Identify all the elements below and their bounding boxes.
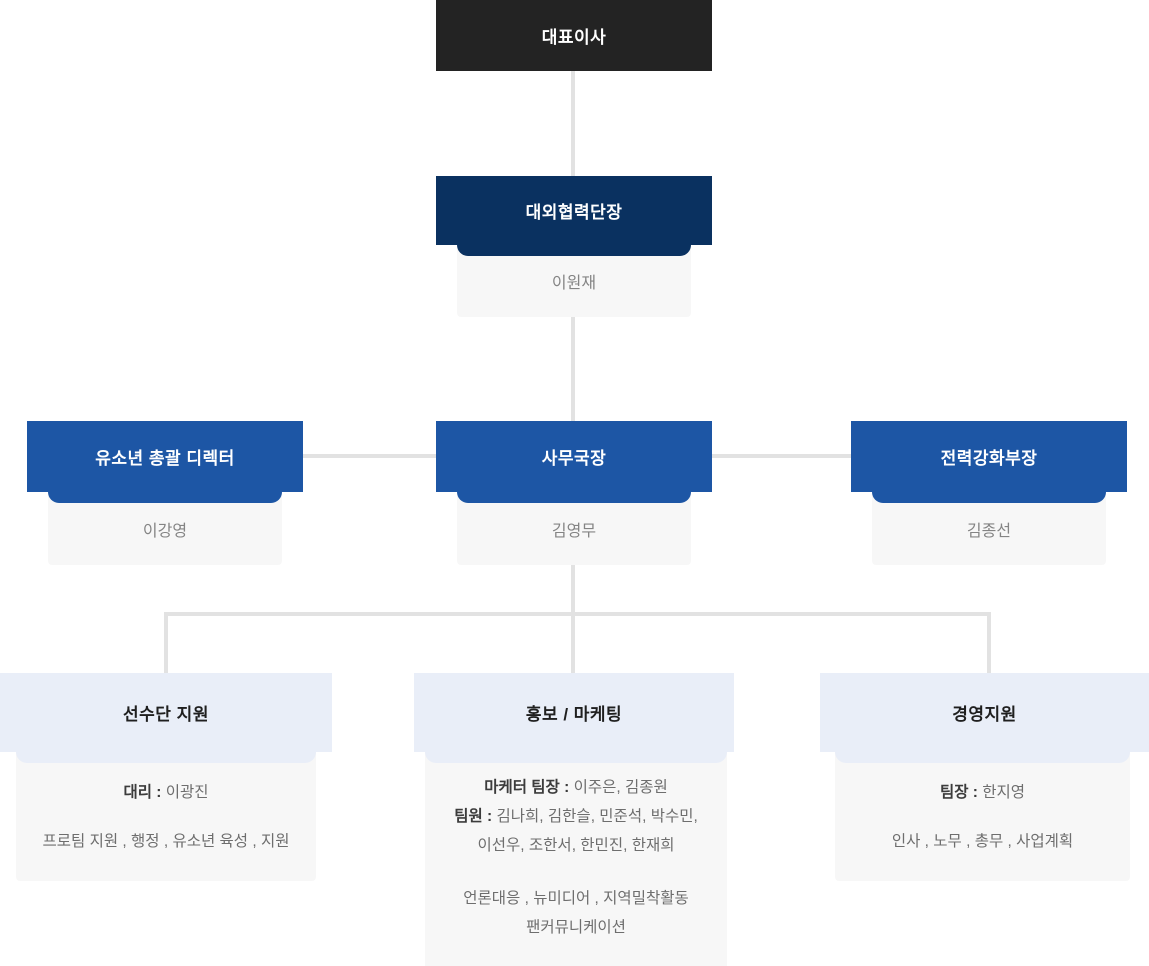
role-value: 한지영 [982, 783, 1026, 801]
role-label: 팀장 : [939, 783, 978, 801]
youth-director-box: 유소년 총괄 디렉터 [27, 421, 303, 492]
members-label: 팀원 : [454, 808, 493, 825]
connector-ceo-to-dept [571, 71, 575, 176]
team-marketing-title: 홍보 / 마케팅 [525, 705, 623, 724]
team-management-wave [835, 752, 1130, 763]
team-marketing-tasks-line1: 언론대응 , 뉴미디어 , 지역밀착활동 [463, 890, 689, 907]
role-value: 이광진 [165, 783, 209, 801]
strength-head-name-card: 김종선 [872, 492, 1106, 565]
youth-director-wave [48, 492, 282, 503]
strength-head-box: 전력강화부장 [851, 421, 1127, 492]
team-management-role: 팀장 : 한지영 [940, 778, 1025, 807]
youth-director-name-card: 이강영 [48, 492, 282, 565]
team-marketing-card: 마케터 팀장 : 이주은, 김종원 팀원 : 김나희, 김한슬, 민준석, 박수… [425, 752, 727, 966]
dept-head-box: 대외협력단장 [436, 176, 712, 245]
team-players-support-role: 대리 : 이광진 [123, 778, 208, 807]
members-value-line1: 김나희, 김한슬, 민준석, 박수민, [496, 808, 698, 825]
team-management-title: 경영지원 [952, 705, 1017, 724]
team-marketing-members-line2: 이선우, 조한서, 한민진, 한재희 [477, 837, 675, 854]
office-manager-title: 사무국장 [541, 449, 607, 468]
team-players-support-box: 선수단 지원 [0, 673, 332, 752]
dept-head-name: 이원재 [551, 275, 597, 292]
connector-office-to-strength [708, 454, 855, 458]
strength-head-title: 전력강화부장 [940, 449, 1038, 468]
role-label: 대리 : [123, 783, 162, 801]
team-marketing-wave [425, 752, 727, 763]
team-players-support-wave [16, 752, 316, 763]
connector-teams-horizontal [164, 612, 991, 616]
team-marketing-role: 마케터 팀장 : 이주은, 김종원 [484, 773, 668, 802]
office-manager-box: 사무국장 [436, 421, 712, 492]
connector-drop-left [164, 612, 168, 677]
team-marketing-box: 홍보 / 마케팅 [414, 673, 734, 752]
dept-head-wave [457, 245, 691, 256]
youth-director-title: 유소년 총괄 디렉터 [95, 449, 235, 468]
team-players-support-tasks: 프로팀 지원 , 행정 , 유소년 육성 , 지원 [42, 832, 290, 850]
team-players-support-title: 선수단 지원 [123, 705, 209, 724]
dept-head-name-card: 이원재 [457, 245, 691, 317]
strength-head-wave [872, 492, 1106, 503]
connector-office-down [571, 565, 575, 677]
team-management-box: 경영지원 [820, 673, 1149, 752]
office-manager-wave [457, 492, 691, 503]
office-manager-name: 김영무 [551, 522, 597, 540]
connector-dept-to-office [571, 317, 575, 421]
team-players-support-card: 대리 : 이광진 프로팀 지원 , 행정 , 유소년 육성 , 지원 [16, 752, 316, 881]
team-management-tasks: 인사 , 노무 , 총무 , 사업계획 [891, 832, 1074, 850]
team-marketing-tasks-line2: 팬커뮤니케이션 [526, 919, 626, 936]
ceo-box: 대표이사 [436, 0, 712, 71]
connector-office-to-youth [300, 454, 440, 458]
team-management-card: 팀장 : 한지영 인사 , 노무 , 총무 , 사업계획 [835, 752, 1130, 881]
ceo-title: 대표이사 [541, 28, 607, 47]
office-manager-name-card: 김영무 [457, 492, 691, 565]
team-marketing-members-line1: 팀원 : 김나희, 김한슬, 민준석, 박수민, [454, 802, 698, 831]
role-label: 마케터 팀장 : [484, 779, 570, 796]
strength-head-name: 김종선 [966, 522, 1012, 540]
youth-director-name: 이강영 [142, 522, 188, 540]
role-value: 이주은, 김종원 [573, 779, 668, 796]
connector-drop-right [987, 612, 991, 677]
dept-head-title: 대외협력단장 [525, 203, 623, 222]
